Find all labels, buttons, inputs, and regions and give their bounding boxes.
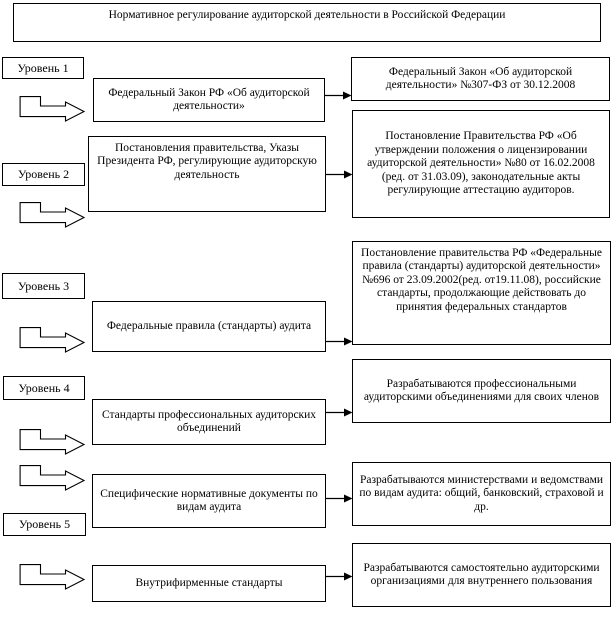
level-label-4: Уровень 4 xyxy=(3,376,85,400)
detail-box-professional-standards: Разрабатываются профессиональными аудито… xyxy=(352,359,611,423)
bent-arrow-icon-6 xyxy=(19,564,86,590)
detail-box-specific-documents: Разрабатываются министерствами и ведомст… xyxy=(352,462,611,526)
right-arrow-icon-4 xyxy=(326,408,353,417)
middle-box-internal-standards: Внутрифирменные стандарты xyxy=(92,565,326,602)
detail-box-federal-standards: Постановление правительства РФ «Федераль… xyxy=(352,241,611,345)
middle-box-federal-standards: Федеральные правила (стандарты) аудита xyxy=(92,301,326,352)
level-label-5: Уровень 5 xyxy=(3,513,86,536)
level-label-1: Уровень 1 xyxy=(2,57,84,79)
bent-arrow-icon-1 xyxy=(19,96,86,122)
bent-arrow-icon-4 xyxy=(19,429,86,455)
middle-box-federal-law: Федеральный Закон РФ «Об аудиторской дея… xyxy=(93,78,325,122)
middle-box-professional-standards: Стандарты профессиональных аудиторских о… xyxy=(92,399,326,445)
level-label-2: Уровень 2 xyxy=(2,163,85,186)
diagram-title: Нормативное регулирование аудиторской де… xyxy=(13,3,601,42)
right-arrow-icon-5 xyxy=(326,494,353,503)
detail-box-government-acts: Постановление Правительства РФ «Об утвер… xyxy=(352,110,610,218)
bent-arrow-icon-2 xyxy=(19,202,86,228)
right-arrow-icon-6 xyxy=(326,572,353,581)
detail-box-internal-standards: Разрабатываются самостоятельно аудиторск… xyxy=(352,543,611,607)
detail-box-federal-law: Федеральный Закон «Об аудиторской деятел… xyxy=(351,57,610,101)
bent-arrow-icon-3 xyxy=(19,327,86,353)
right-arrow-icon-3 xyxy=(326,337,353,346)
bent-arrow-icon-5 xyxy=(19,465,86,491)
middle-box-government-acts: Постановления правительства, Указы Прези… xyxy=(88,136,326,212)
middle-box-specific-documents: Специфические нормативные документы по в… xyxy=(92,474,326,528)
right-arrow-icon-2 xyxy=(326,170,353,179)
level-label-3: Уровень 3 xyxy=(2,273,85,299)
right-arrow-icon-1 xyxy=(325,91,352,100)
